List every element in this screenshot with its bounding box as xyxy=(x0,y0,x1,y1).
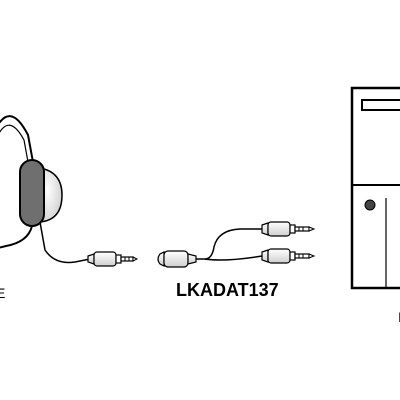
adapter-plug-lower xyxy=(261,248,316,264)
pc-tower-icon xyxy=(350,86,400,290)
computer-label-fragment: I xyxy=(398,309,400,325)
headset-icon xyxy=(0,115,91,264)
audio-plug-icon xyxy=(87,251,139,267)
splitter-cable-icon xyxy=(157,221,316,268)
product-code-label: LKADAT137 xyxy=(176,280,279,300)
headset-label-fragment: E xyxy=(0,285,5,301)
adapter-plug-upper xyxy=(261,221,316,237)
